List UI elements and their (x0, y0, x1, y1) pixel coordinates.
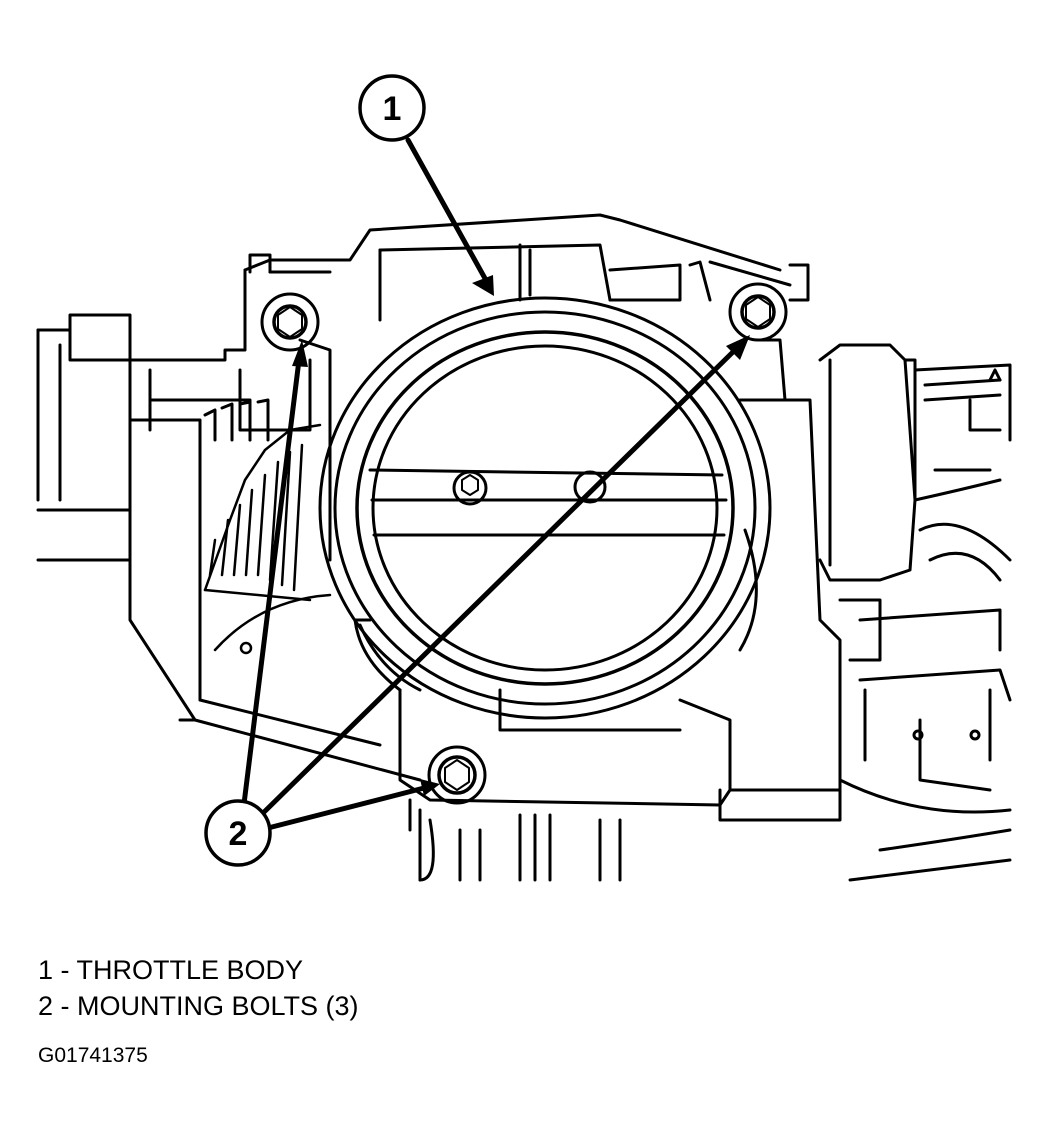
callout-2: 2 (204, 799, 272, 867)
leader-line-throttle-body (405, 137, 494, 296)
callout-1: 1 (358, 74, 426, 142)
throttle-body-illustration: 1 2 (36, 74, 1012, 882)
throttle-body-bore (318, 296, 772, 720)
legend-item-throttle-body: 1 - THROTTLE BODY (38, 955, 304, 985)
figure-legend: 1 - THROTTLE BODY 2 - MOUNTING BOLTS (3) (38, 952, 359, 1024)
figure-id: G01741375 (38, 1044, 148, 1067)
leader-line-bolt-upper-right (255, 335, 750, 821)
lower-flange (398, 688, 842, 882)
callout-1-number: 1 (383, 90, 402, 128)
leader-line-bolt-lower (265, 779, 440, 831)
leader-line-bolt-upper-left (239, 340, 308, 823)
callout-2-number: 2 (229, 815, 248, 853)
mounting-bolt-upper-right (728, 282, 788, 342)
throttle-sector-gear (203, 423, 332, 655)
mounting-bolt-lower (427, 745, 487, 805)
left-manifold-housing (36, 213, 810, 782)
mounting-bolt-upper-left (260, 292, 320, 352)
right-manifold-housing (738, 338, 1012, 882)
legend-item-mounting-bolts: 2 - MOUNTING BOLTS (3) (38, 991, 359, 1021)
